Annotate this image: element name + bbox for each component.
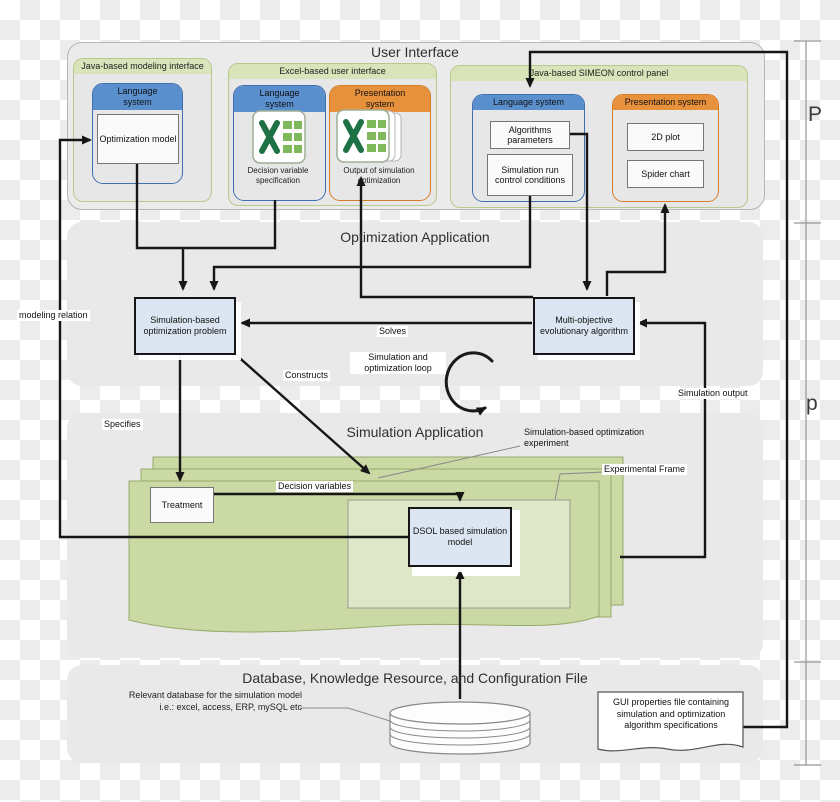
spider-chart-box: Spider chart: [627, 160, 704, 188]
excel-interface-header: Excel-based user interface: [229, 64, 436, 79]
simeon-presentation-system-header: Presentation system: [613, 95, 718, 110]
simulation-based-optimization-problem-box: Simulation-based optimization problem: [134, 297, 236, 355]
margin-bracket-ticks: [794, 40, 821, 766]
margin-letter-lower: p: [806, 392, 818, 415]
modeling-relation-label: modeling relation: [17, 310, 90, 321]
simulation-run-conditions-box: Simulation run control conditions: [487, 154, 573, 196]
margin-letter-upper: P: [808, 103, 823, 126]
simulation-output-label: Simulation output: [676, 388, 750, 399]
optimization-application-title: Optimization Application: [340, 229, 490, 245]
algorithms-parameters-box: Algorithms parameters: [490, 121, 570, 149]
excel-icon: [252, 110, 306, 164]
optimization-model-box: Optimization model: [97, 114, 179, 164]
arrow-modeling-relation: [58, 135, 408, 539]
user-interface-title: User Interface: [371, 44, 459, 60]
solves-label: Solves: [377, 326, 409, 337]
arrow-algoparams-to-moea: [568, 132, 592, 291]
loop-arrow-icon: [444, 351, 494, 416]
merge-line-optmodel-decisionvars: [135, 163, 277, 250]
simulation-optimization-loop-label: Simulation and optimization loop: [350, 352, 446, 374]
database-title: Database, Knowledge Resource, and Config…: [242, 670, 588, 686]
database-icon: [389, 701, 531, 755]
excel-presentation-system-header: Presentation system: [330, 86, 430, 112]
arrow-constructs: [233, 352, 371, 475]
specifies-label: Specifies: [102, 419, 143, 430]
excel-stack-icon: [336, 109, 402, 163]
optimization-experiment-label: Simulation-based optimization experiment: [524, 427, 645, 448]
arrow-moea-to-presentation: [605, 203, 670, 296]
gui-properties-file-text: GUI properties file containing simulatio…: [612, 697, 730, 731]
constructs-label: Constructs: [283, 370, 331, 381]
2d-plot-box: 2D plot: [627, 123, 704, 151]
simeon-control-panel-header: Java-based SIMEON control panel: [451, 66, 747, 81]
arrow-simrun-to-problem: [209, 194, 532, 291]
simulation-application-title: Simulation Application: [346, 424, 484, 440]
arrow-decision-variables: [212, 492, 465, 502]
decision-variable-caption: Decision variable specification: [247, 166, 309, 185]
document-icon: [597, 691, 744, 752]
arrow-moea-to-excel-output: [356, 176, 533, 299]
excel-language-system-header: Language system: [234, 86, 325, 112]
multi-objective-evolutionary-algorithm-box: Multi-objective evolutionary algorithm: [533, 297, 635, 355]
experimental-frame-label: Experimental Frame: [602, 464, 688, 475]
dsol-simulation-model-box: DSOL based simulation model: [408, 507, 512, 567]
modeling-language-system-header: Language system: [93, 84, 182, 110]
decision-variables-label: Decision variables: [276, 481, 354, 492]
simeon-language-system-header: Language system: [473, 95, 584, 110]
callout-experiment: [377, 445, 521, 479]
modeling-interface-header: Java-based modeling interface: [74, 59, 211, 74]
arrow-guifile-to-simeon: [525, 50, 789, 729]
callout-database-note: [300, 707, 391, 722]
treatment-box: Treatment: [150, 487, 214, 523]
callout-experimental-frame: [554, 471, 605, 501]
database-note: Relevant database for the simulation mod…: [128, 690, 302, 712]
simulation-output-caption: Output of simulation optimization: [343, 166, 415, 185]
arrow-simulation-output: [620, 318, 707, 559]
